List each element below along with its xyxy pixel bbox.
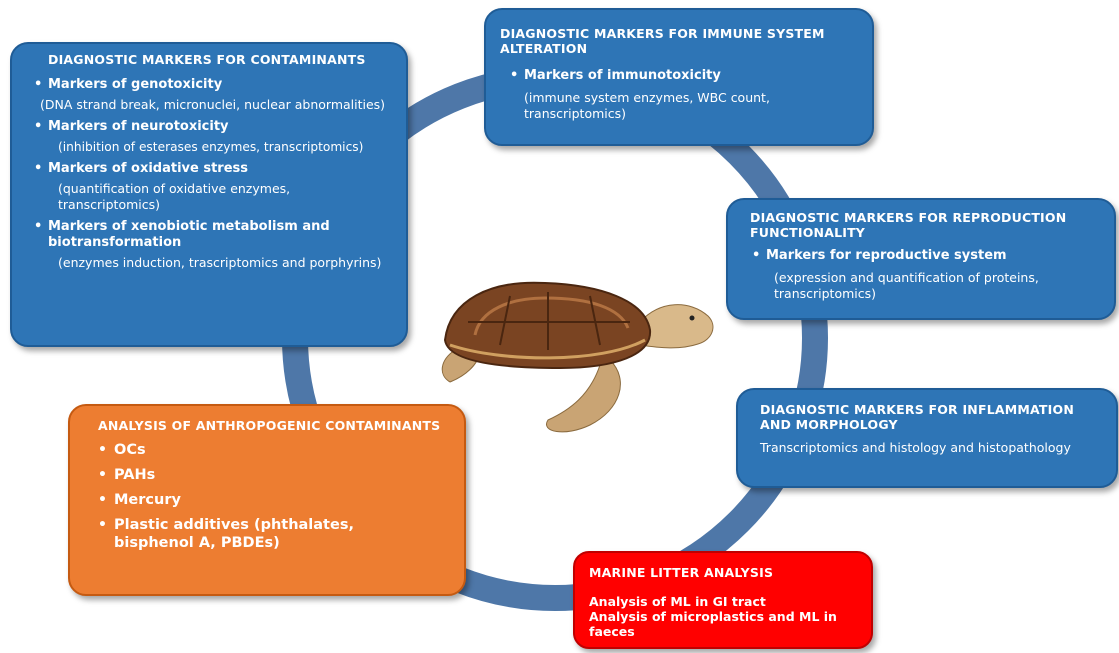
- xenobiotic-desc: (enzymes induction, trascriptomics and p…: [58, 255, 382, 270]
- microplastics-faeces-line: Analysis of microplastics and ML in faec…: [589, 609, 837, 639]
- reproductive-system-desc: (expression and quantification of protei…: [774, 270, 1039, 301]
- immunotoxicity-desc: (immune system enzymes, WBC count, trans…: [524, 90, 770, 121]
- marine-litter-title: MARINE LITTER ANALYSIS: [589, 565, 774, 580]
- marine-litter-box: MARINE LITTER ANALYSIS Analysis of ML in…: [573, 551, 873, 649]
- immune-markers-box: DIAGNOSTIC MARKERS FOR IMMUNE SYSTEM ALT…: [484, 8, 874, 146]
- anthropogenic-contaminants-box: ANALYSIS OF ANTHROPOGENIC CONTAMINANTS O…: [68, 404, 466, 596]
- genotoxicity-item: Markers of genotoxicity: [34, 77, 392, 93]
- reproduction-markers-box: DIAGNOSTIC MARKERS FOR REPRODUCTION FUNC…: [726, 198, 1116, 320]
- xenobiotic-item: Markers of xenobiotic metabolism and bio…: [34, 219, 392, 251]
- contaminants-title: DIAGNOSTIC MARKERS FOR CONTAMINANTS: [48, 52, 366, 67]
- pahs-item: PAHs: [98, 466, 450, 484]
- inflammation-title: DIAGNOSTIC MARKERS FOR INFLAMMATION AND …: [760, 402, 1074, 432]
- immune-title: DIAGNOSTIC MARKERS FOR IMMUNE SYSTEM ALT…: [500, 26, 825, 56]
- ocs-item: OCs: [98, 441, 450, 459]
- anthropogenic-title: ANALYSIS OF ANTHROPOGENIC CONTAMINANTS: [98, 418, 441, 433]
- neurotoxicity-item: Markers of neurotoxicity: [34, 119, 392, 135]
- sea-turtle-illustration: [441, 281, 714, 433]
- mercury-item: Mercury: [98, 491, 450, 509]
- reproduction-title: DIAGNOSTIC MARKERS FOR REPRODUCTION FUNC…: [750, 210, 1067, 240]
- oxidative-stress-item: Markers of oxidative stress: [34, 161, 392, 177]
- inflammation-desc: Transcriptomics and histology and histop…: [760, 440, 1071, 455]
- oxidative-stress-desc: (quantification of oxidative enzymes, tr…: [58, 181, 291, 212]
- reproductive-system-item: Markers for reproductive system: [752, 248, 1102, 264]
- contaminants-markers-box: DIAGNOSTIC MARKERS FOR CONTAMINANTS Mark…: [10, 42, 408, 347]
- genotoxicity-desc: (DNA strand break, micronuclei, nuclear …: [40, 97, 386, 112]
- plastic-additives-item: Plastic additives (phthalates, bisphenol…: [98, 516, 450, 552]
- inflammation-markers-box: DIAGNOSTIC MARKERS FOR INFLAMMATION AND …: [736, 388, 1118, 488]
- neurotoxicity-desc: (inhibition of esterases enzymes, transc…: [58, 140, 364, 154]
- immunotoxicity-item: Markers of immunotoxicity: [510, 68, 858, 84]
- ml-gi-tract-line: Analysis of ML in GI tract: [589, 594, 766, 609]
